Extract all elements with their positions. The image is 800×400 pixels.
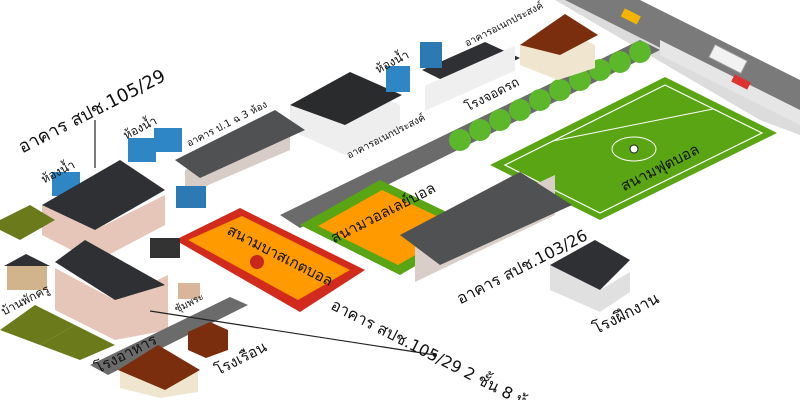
multipurpose-roof — [290, 72, 402, 125]
football-lines — [503, 84, 764, 214]
teacher-house-roof — [4, 254, 50, 266]
greenhouse-icon — [188, 322, 228, 358]
car-icon — [731, 74, 751, 90]
building-103-26-roof — [400, 172, 572, 265]
building-105-29-roof — [42, 160, 165, 230]
crop-field — [0, 205, 55, 240]
basketball-surface — [188, 216, 350, 300]
water-tank-icon — [176, 42, 442, 208]
pointer-line — [149, 310, 436, 356]
building-2f-roof — [55, 240, 165, 300]
fence — [660, 40, 800, 125]
ball-icon — [629, 144, 639, 154]
halfway-line — [552, 108, 714, 142]
restroom-icon — [128, 138, 156, 162]
canteen-house-roof — [118, 345, 200, 390]
house-roof — [520, 14, 598, 55]
teacher-house — [7, 264, 47, 290]
building-2f-wall — [55, 268, 168, 340]
p1-building-roof — [175, 110, 305, 178]
shrine-icon — [178, 283, 200, 299]
center-circle — [611, 136, 657, 162]
restroom-icon — [386, 66, 410, 92]
basketball-icon — [250, 255, 264, 269]
flag-icon — [150, 238, 180, 258]
tree-row — [449, 41, 651, 151]
parking-structure — [425, 45, 515, 111]
restroom-icon — [154, 128, 182, 152]
truck-icon — [708, 43, 748, 75]
crop-field — [0, 305, 75, 345]
crop-field — [40, 325, 115, 360]
car-icon — [620, 8, 641, 25]
building-105-29-wall — [42, 195, 165, 262]
canteen-road — [90, 297, 248, 375]
workshop-wall — [550, 265, 630, 312]
workshop-roof — [550, 240, 630, 290]
fence — [555, 0, 800, 135]
